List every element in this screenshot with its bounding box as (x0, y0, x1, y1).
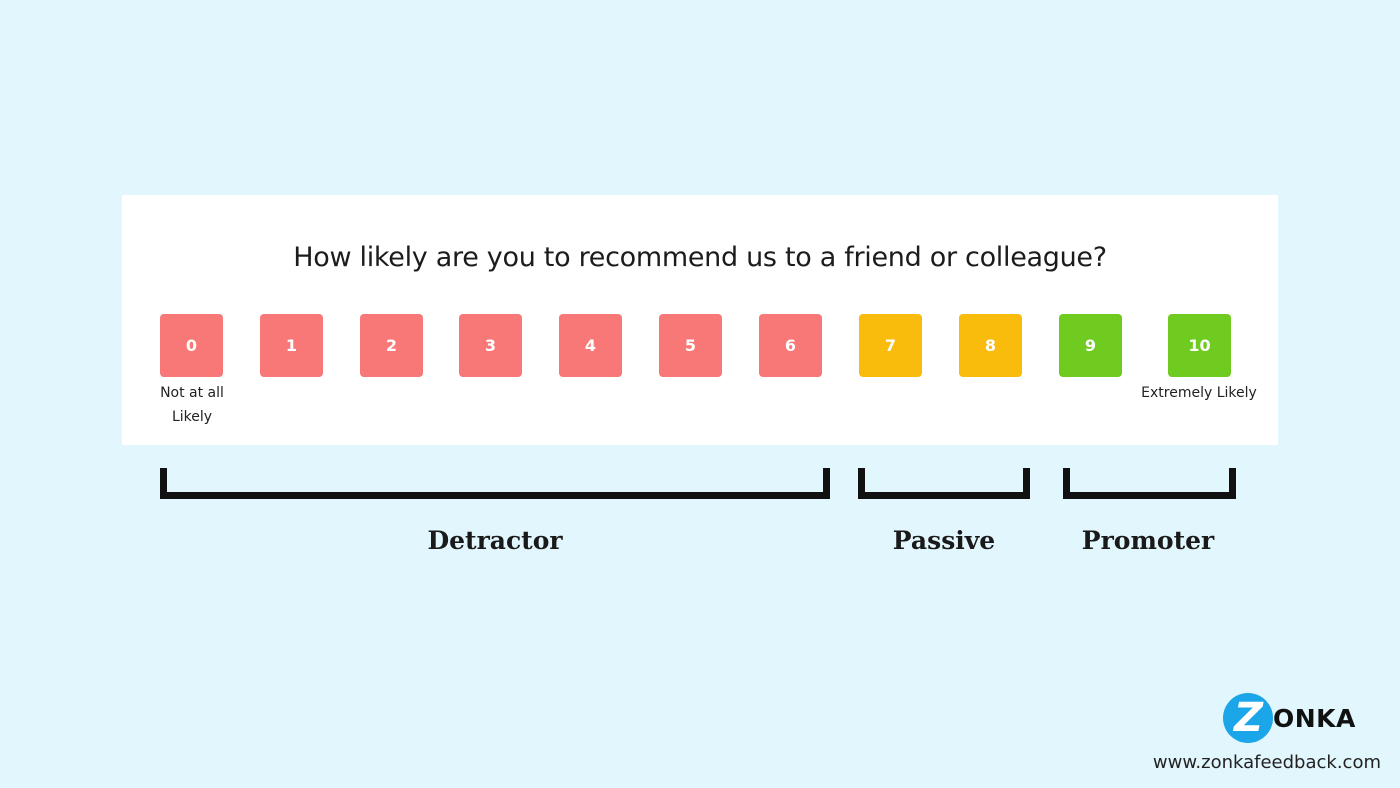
score-button-7[interactable]: 7 (859, 314, 922, 377)
score-button-3[interactable]: 3 (459, 314, 522, 377)
score-button-1[interactable]: 1 (260, 314, 323, 377)
detractor-bracket (160, 468, 830, 499)
score-button-9[interactable]: 9 (1059, 314, 1122, 377)
score-button-0[interactable]: 0 (160, 314, 223, 377)
score-button-10[interactable]: 10 (1168, 314, 1231, 377)
zonka-logo-icon (1223, 693, 1273, 743)
passive-label: Passive (892, 526, 996, 555)
high-anchor-label: Extremely Likely (1141, 385, 1257, 401)
promoter-label: Promoter (1081, 526, 1215, 555)
low-anchor-label: Not at all Likely (142, 381, 242, 429)
score-button-8[interactable]: 8 (959, 314, 1022, 377)
score-button-6[interactable]: 6 (759, 314, 822, 377)
low-anchor-line2: Likely (171, 409, 213, 425)
score-button-2[interactable]: 2 (360, 314, 423, 377)
logo-mark: Z (1234, 695, 1264, 741)
zonka-logo: Z ONKA (1223, 693, 1355, 745)
score-button-5[interactable]: 5 (659, 314, 722, 377)
score-button-4[interactable]: 4 (559, 314, 622, 377)
passive-bracket (858, 468, 1030, 499)
low-anchor-line1: Not at all (160, 385, 224, 401)
website-url: www.zonkafeedback.com (1152, 752, 1381, 773)
detractor-label: Detractor (427, 526, 563, 555)
promoter-bracket (1063, 468, 1236, 499)
logo-wordmark: ONKA (1273, 704, 1356, 733)
survey-question: How likely are you to recommend us to a … (293, 242, 1107, 273)
